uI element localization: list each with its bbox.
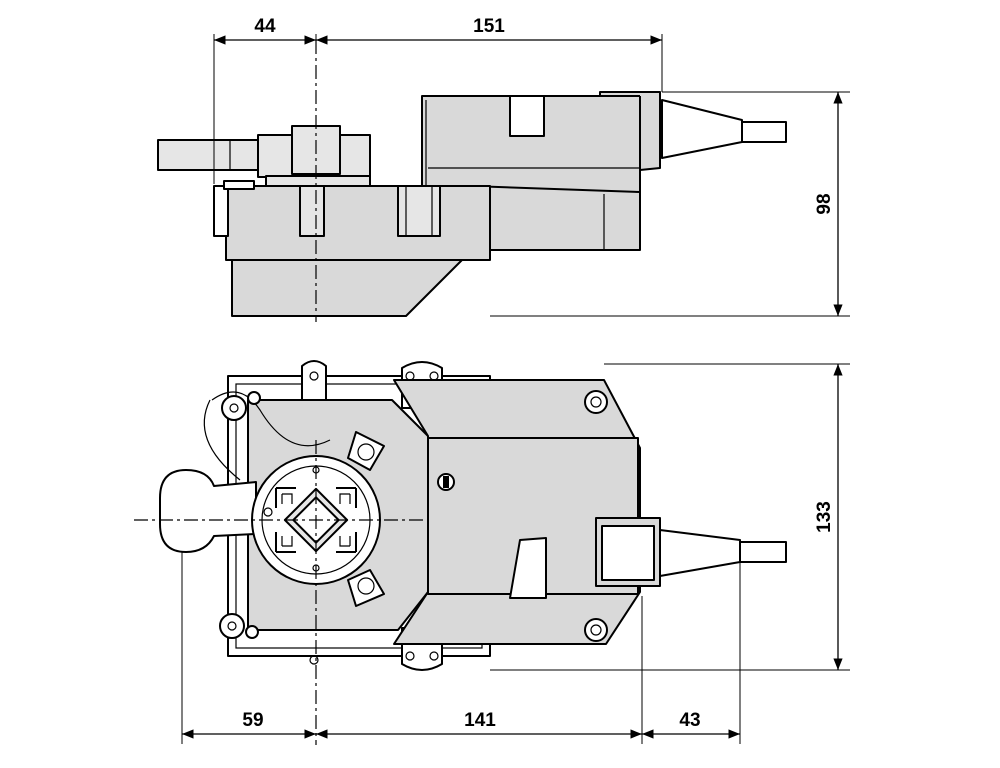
plan-stop-bottom <box>347 569 385 607</box>
dim-label-bottom-pivot: 59 <box>242 710 263 731</box>
plan-screw-top <box>584 390 608 414</box>
plan-cable <box>739 541 787 563</box>
plan-view <box>134 360 787 745</box>
side-base-bottom <box>231 259 463 317</box>
dim-label-width: 133 <box>814 501 835 533</box>
dim-label-top-pivot: 44 <box>254 16 276 37</box>
plan-pivot-bottom <box>219 613 245 639</box>
side-cable <box>741 121 787 143</box>
plan-screw-bottom <box>584 618 608 642</box>
side-boss <box>397 185 441 237</box>
plan-stop-top <box>347 431 385 471</box>
dimension-lines <box>181 34 850 744</box>
dim-label-bottom-body: 141 <box>464 710 496 731</box>
dim-label-top-body: 151 <box>473 16 505 37</box>
side-base-block <box>225 185 491 261</box>
side-base-flange <box>213 185 229 237</box>
plan-pivot-top <box>221 395 247 421</box>
plan-mount-tab-top-left <box>301 360 327 409</box>
side-shaft-sleeve <box>299 185 325 237</box>
side-cable-gland <box>661 99 743 159</box>
side-clamp-base <box>265 175 371 187</box>
dim-label-height: 98 <box>814 193 835 214</box>
side-lower-body <box>469 185 641 251</box>
plan-cable-gland <box>659 529 741 577</box>
side-housing-tab <box>509 95 545 137</box>
dim-label-cable-gland: 43 <box>679 710 700 731</box>
side-view <box>157 40 787 322</box>
plan-override-button <box>509 537 547 599</box>
